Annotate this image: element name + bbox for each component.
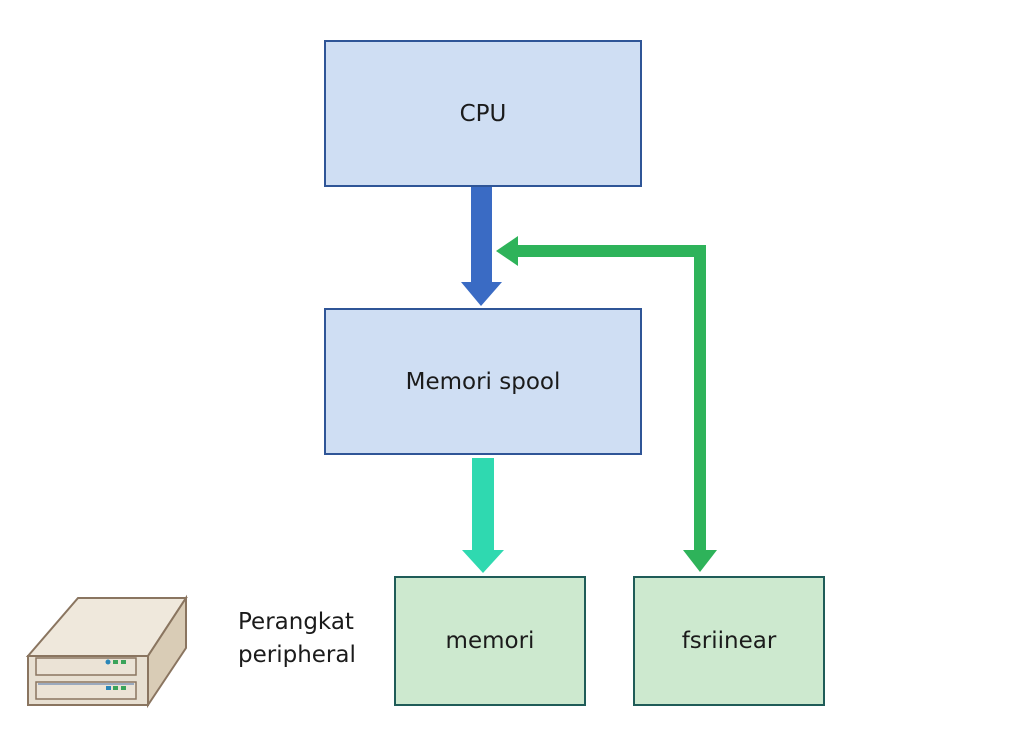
cpu-label: CPU bbox=[459, 100, 507, 127]
cpu-node: CPU bbox=[324, 40, 642, 187]
arrow-spool-to-memori bbox=[462, 458, 504, 573]
memory-label: memori bbox=[445, 628, 535, 654]
other-label: fsriinear bbox=[681, 628, 777, 654]
peripheral-label-line1: Perangkat bbox=[238, 609, 354, 635]
memory-node: memori bbox=[394, 576, 586, 706]
memory-spool-node: Memori spool bbox=[324, 308, 642, 455]
peripheral-label: Perangkat peripheral bbox=[238, 606, 388, 672]
other-node: fsriinear bbox=[633, 576, 825, 706]
arrow-cpu-to-spool bbox=[461, 187, 502, 306]
peripheral-label-line2: peripheral bbox=[238, 642, 356, 668]
memory-spool-label: Memori spool bbox=[405, 368, 561, 395]
arrow-feedback-path bbox=[496, 236, 717, 572]
